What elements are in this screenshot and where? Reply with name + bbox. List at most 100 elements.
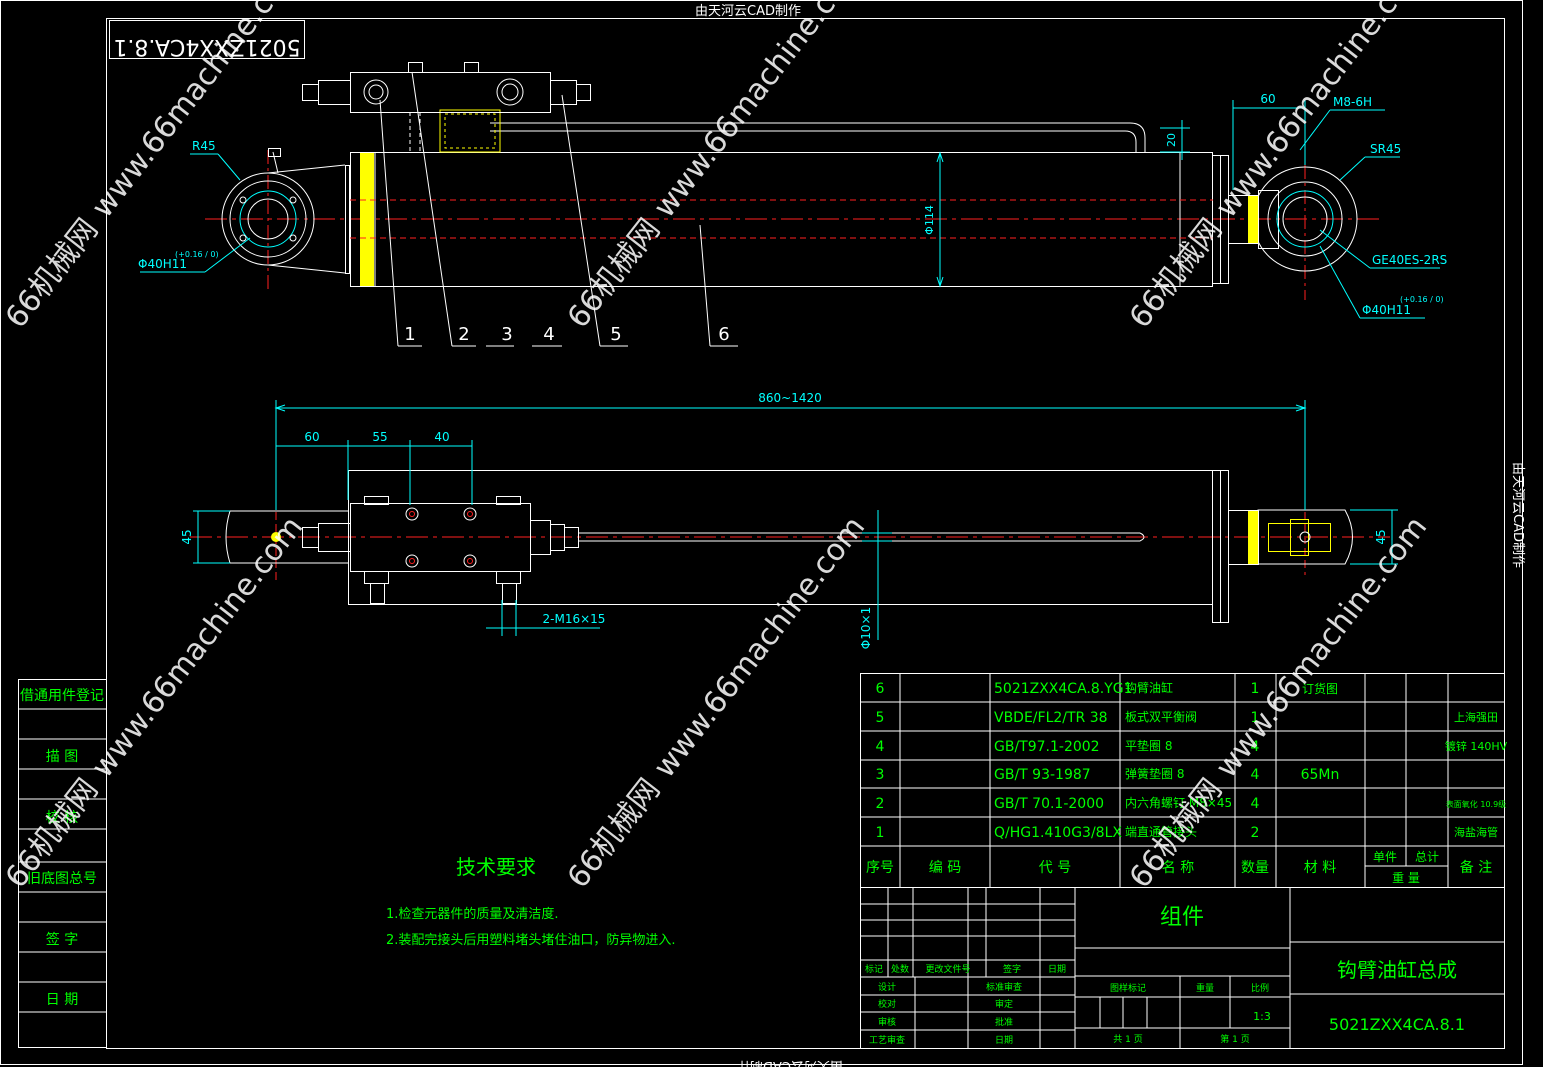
eye-bolts: [239, 196, 297, 242]
label-bore-right: Φ40H11: [1362, 303, 1411, 317]
bom-no-3: 3: [876, 767, 885, 783]
panel-label-3: 校 核: [46, 809, 78, 826]
bom-no-2: 2: [876, 796, 885, 812]
tb-number: 5021ZXX4CA.8.1: [1329, 1015, 1465, 1034]
tb-sheet: 第 1 页: [1220, 1033, 1249, 1045]
dim-45-right: 45: [1374, 529, 1388, 544]
bom-name-5: 板式双平衡阀: [1125, 710, 1197, 724]
panel-label-1: 借通用件登记: [20, 688, 104, 704]
dim-114: Φ114: [923, 205, 936, 235]
bom-h-qty: 数量: [1241, 860, 1269, 876]
bom-note-2: 表面氧化 10.9级: [1446, 799, 1506, 809]
bom-no-4: 4: [876, 739, 885, 755]
bom-table-grid: [860, 673, 1505, 888]
drawing-code-mirrored: 5021ZXX4CA.8.1: [113, 34, 300, 59]
drawing-code-box: 5021ZXX4CA.8.1: [109, 20, 305, 59]
dim-top-60: 60: [1260, 92, 1275, 106]
bottom-view: 860~1420 60 55 40 45 45 2-M16×15 Φ10×1: [180, 391, 1398, 649]
balloon-6: 6: [718, 324, 729, 345]
bom-no-1: 1: [876, 825, 885, 841]
bom-h-weight: 重 量: [1392, 871, 1420, 885]
bom-h-std: 代 号: [1039, 860, 1071, 876]
tb-stage: 图样标记: [1110, 982, 1146, 994]
rev-h-mark: 标记: [865, 963, 883, 975]
bom-code-6: 5021ZXX4CA.8.YG1: [994, 681, 1133, 697]
top-view: 60 20 Φ114 M8-6H SR45 R45 Φ40H11 (+0.16 …: [138, 62, 1447, 347]
bom-h-single: 单件: [1373, 850, 1397, 864]
tb-sheets: 共 1 页: [1113, 1034, 1142, 1045]
panel-label-4: 旧底图总号: [27, 871, 97, 887]
label-bearing: GE40ES-2RS: [1372, 253, 1447, 267]
bom-qty-3: 4: [1251, 767, 1260, 783]
top-view-leaders: [140, 109, 1440, 319]
bom-h-no: 序号: [866, 860, 894, 876]
bom-qty-6: 1: [1251, 681, 1260, 697]
valve-bolt-holes: [405, 507, 477, 568]
right-rod-end: [1228, 166, 1358, 272]
bom-h-code: 编 码: [929, 860, 961, 876]
bom-qty-5: 1: [1251, 710, 1260, 726]
top-view-dims: [936, 100, 1306, 288]
rev-h-date: 日期: [1048, 964, 1066, 975]
watermark-url-3: www.66machine.com: [1209, 0, 1434, 225]
watermark-url-5: www.66machine.com: [647, 510, 872, 785]
bom-qty-2: 4: [1251, 796, 1260, 812]
tb-weight: 重量: [1196, 982, 1214, 994]
bom-qty-1: 2: [1251, 825, 1260, 841]
rev-h-count: 处数: [891, 963, 909, 975]
bom-no-5: 5: [876, 710, 885, 726]
bom-h-name: 名 称: [1162, 860, 1194, 876]
barrel-seal-band: [360, 153, 374, 286]
bom-code-2: GB/T 70.1-2000: [994, 796, 1104, 812]
tb-scale: 比例: [1251, 982, 1269, 994]
dim-thread: 2-M16×15: [543, 612, 606, 626]
label-bore-left: Φ40H11: [138, 257, 187, 271]
bom-code-4: GB/T97.1-2002: [994, 739, 1100, 755]
label-bore-right-tol: (+0.16 / 0): [1400, 295, 1444, 304]
bom-h-note: 备 注: [1460, 859, 1492, 876]
bom-h-mat: 材 料: [1304, 860, 1336, 876]
rev-h-doc: 更改文件号: [925, 963, 970, 975]
bom-note-5: 上海强田: [1454, 710, 1498, 724]
tech-req-item-2: 2.装配完接头后用塑料堵头堵住油口，防异物进入.: [386, 932, 676, 948]
dim-55: 55: [372, 430, 387, 444]
label-sr45: SR45: [1370, 142, 1401, 156]
dim-20: 20: [1165, 133, 1178, 147]
panel-label-5: 签 字: [46, 931, 78, 948]
dim-rod: Φ10×1: [859, 607, 873, 649]
bottom-view-dims: [193, 400, 1398, 640]
watermark-url-1: www.66machine.com: [85, 0, 310, 225]
bom-note-4: 镀锌 140HV: [1445, 739, 1508, 753]
tech-req-item-1: 1.检查元器件的质量及清洁度.: [386, 906, 559, 922]
tb-scale-val: 1:3: [1253, 1010, 1271, 1023]
bom-code-3: GB/T 93-1987: [994, 767, 1091, 783]
left-panel: [18, 679, 107, 1048]
watermark-cn-5: 66机械网: [561, 772, 668, 895]
watermark-url-2: www.66machine.com: [647, 0, 872, 225]
watermark-cn-1: 66机械网: [0, 212, 105, 335]
bom-no-6: 6: [876, 681, 885, 697]
bom-code-5: VBDE/FL2/TR 38: [994, 710, 1108, 726]
tech-req-title: 技术要求: [456, 855, 536, 879]
tb-component: 组件: [1160, 905, 1204, 930]
bom-name-6: 钩臂油缸: [1125, 680, 1173, 695]
sign-design: 设计: [878, 981, 896, 993]
sign2-approve: 审定: [995, 998, 1013, 1010]
label-m8: M8-6H: [1333, 95, 1372, 109]
bom-code-1: Q/HG1.410G3/8LX: [994, 825, 1122, 841]
bom-name-4: 平垫圈 8: [1125, 738, 1172, 753]
valve-block-top: [302, 62, 591, 152]
sign2-date: 日期: [995, 1035, 1013, 1046]
panel-label-6: 日 期: [46, 992, 78, 1008]
watermark-cn-3: 66机械网: [1123, 212, 1230, 335]
sign-review: 审核: [878, 1016, 896, 1028]
balloon-4: 4: [543, 324, 554, 345]
bom-name-1: 端直通管接头: [1125, 824, 1197, 839]
dim-45-left: 45: [180, 529, 194, 544]
watermark-cn-2: 66机械网: [561, 212, 668, 335]
dim-bottom-60: 60: [304, 430, 319, 444]
balloon-3: 3: [501, 324, 512, 345]
label-r45: R45: [192, 139, 216, 153]
